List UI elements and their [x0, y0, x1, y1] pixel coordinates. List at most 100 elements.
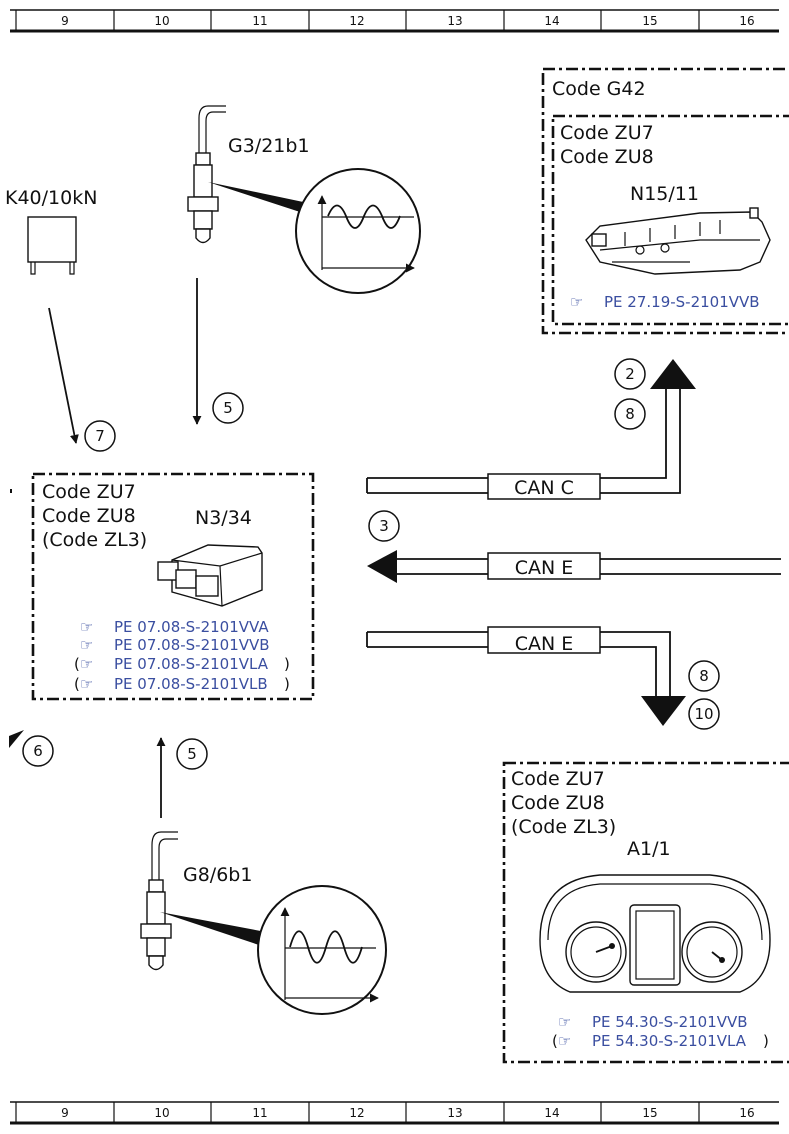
- ruler-col-16: 16: [739, 1106, 754, 1120]
- ruler-col-13: 13: [447, 1106, 462, 1120]
- svg-text:): ): [284, 675, 290, 693]
- can-e-out-bus: CAN E: [366, 626, 686, 726]
- n3-ref-link-2[interactable]: PE 07.08-S-2101VVB: [114, 636, 270, 654]
- n3-code-1: Code ZU7: [42, 481, 136, 503]
- a1-ref-icon-1: ☞: [558, 1013, 571, 1031]
- svg-text:7: 7: [95, 427, 105, 445]
- n3-box: [31, 472, 315, 701]
- svg-text:2: 2: [625, 365, 635, 383]
- n3-ref-link-4[interactable]: PE 07.08-S-2101VLB: [114, 675, 268, 693]
- n3-label: N3/34: [195, 507, 252, 529]
- can-c-label: CAN C: [514, 477, 574, 499]
- g3-signal-circle: [295, 168, 421, 294]
- a1-code-2: Code ZU8: [511, 792, 605, 814]
- ruler-col-12: 12: [349, 14, 364, 28]
- svg-text:6: 6: [33, 742, 43, 760]
- bottom-ruler: 9 10 11 12 13 14 15 16: [10, 1101, 779, 1125]
- g3-waveform-graph: [317, 195, 415, 273]
- step-8-top: 8: [614, 398, 646, 430]
- g3-oxygen-sensor: G3/21b1: [187, 105, 421, 425]
- n15-ref-link[interactable]: PE 27.19-S-2101VVB: [604, 293, 760, 311]
- step-5-bottom: 5: [176, 738, 208, 770]
- g8-signal-circle: [257, 885, 387, 1015]
- ruler-col-15: 15: [642, 1106, 657, 1120]
- a1-ref-icon-2: ☞: [558, 1032, 571, 1050]
- n3-ref-icon-3: ☞: [80, 655, 93, 673]
- n3-ref-link-1[interactable]: PE 07.08-S-2101VVA: [114, 618, 269, 636]
- engine-control-unit-icon: [157, 544, 263, 607]
- ruler-col-11: 11: [252, 1106, 267, 1120]
- g8-waveform-graph: [280, 907, 379, 1003]
- n15-label: N15/11: [630, 183, 699, 205]
- step-3: 3: [368, 510, 400, 542]
- can-c-bus: CAN C: [366, 359, 696, 500]
- svg-text:8: 8: [625, 405, 635, 423]
- step-2: 2: [614, 358, 646, 390]
- svg-text:): ): [284, 655, 290, 673]
- ruler-col-10: 10: [154, 1106, 169, 1120]
- g8-label: G8/6b1: [183, 864, 252, 886]
- n15-ref-icon: ☞: [570, 293, 583, 311]
- svg-text:(: (: [74, 675, 80, 693]
- svg-text:5: 5: [187, 745, 197, 763]
- step-6: 6: [9, 730, 54, 767]
- code-g42-box: [541, 67, 789, 335]
- g3-wedge-pointer: [208, 182, 308, 212]
- can-e-in-label-box: [487, 552, 601, 580]
- a1-ref-link-1[interactable]: PE 54.30-S-2101VVB: [592, 1013, 748, 1031]
- ruler-col-9: 9: [61, 1106, 69, 1120]
- ruler-col-9: 9: [61, 14, 69, 28]
- svg-text:5: 5: [223, 399, 233, 417]
- oxygen-sensor-icon: [140, 831, 178, 971]
- step-7: 7: [84, 420, 116, 452]
- can-e-in-bus: CAN E: [367, 550, 781, 583]
- a1-code-3: (Code ZL3): [511, 816, 616, 838]
- relay-icon: [27, 216, 77, 263]
- oxygen-sensor-icon: [187, 105, 226, 244]
- a1-box: [502, 761, 789, 1064]
- can-c-label-box: [487, 473, 601, 500]
- g3-label: G3/21b1: [228, 135, 310, 157]
- top-ruler: 9 10 11 12 13 14 15 16: [10, 9, 779, 33]
- svg-text:10: 10: [694, 705, 713, 723]
- svg-text:8: 8: [699, 667, 709, 685]
- can-e-in-label: CAN E: [515, 557, 574, 579]
- ruler-col-16: 16: [739, 14, 754, 28]
- ruler-col-14: 14: [544, 1106, 559, 1120]
- ruler-col-15: 15: [642, 14, 657, 28]
- n3-ref-icon-1: ☞: [80, 618, 93, 636]
- can-e-left-arrow: [367, 550, 397, 583]
- can-e-down-arrow: [641, 696, 686, 726]
- k40-label: K40/10kN: [5, 187, 97, 209]
- n3-code-2: Code ZU8: [42, 505, 136, 527]
- svg-text:3: 3: [379, 517, 389, 535]
- n3-ref-icon-4: ☞: [80, 675, 93, 693]
- n3-ref-icon-2: ☞: [80, 636, 93, 654]
- svg-text:(: (: [552, 1032, 558, 1050]
- step-markers: 7 5 2 8 3 8 10 6: [9, 358, 720, 770]
- n3-ref-link-3[interactable]: PE 07.08-S-2101VLA: [114, 655, 269, 673]
- n15-code-2: Code ZU8: [560, 146, 654, 168]
- a1-ref-link-2[interactable]: PE 54.30-S-2101VLA: [592, 1032, 747, 1050]
- ruler-col-10: 10: [154, 14, 169, 28]
- code-g42-label: Code G42: [552, 78, 646, 100]
- g8-oxygen-sensor: G8/6b1: [140, 737, 387, 1015]
- a1-code-1: Code ZU7: [511, 768, 605, 790]
- a1-label: A1/1: [627, 838, 671, 860]
- n3-module-group: Code ZU7 Code ZU8 (Code ZL3) N3/34 ☞ PE …: [31, 472, 315, 701]
- k40-relay: K40/10kN: [5, 187, 97, 444]
- a1-module-group: Code ZU7 Code ZU8 (Code ZL3) A1/1 ☞ PE 5…: [502, 761, 789, 1064]
- n3-code-3: (Code ZL3): [42, 529, 147, 551]
- step-8-bottom: 8: [688, 660, 720, 692]
- can-c-up-arrow: [650, 359, 696, 389]
- n15-inner-box: [551, 114, 789, 326]
- n15-code-1: Code ZU7: [560, 122, 654, 144]
- g8-wedge-pointer: [160, 912, 266, 945]
- ruler-col-11: 11: [252, 14, 267, 28]
- can-e-out-label: CAN E: [515, 633, 574, 655]
- k40-signal-arrow: [48, 307, 79, 444]
- can-e-out-label-box: [487, 626, 601, 654]
- ruler-col-14: 14: [544, 14, 559, 28]
- svg-text:): ): [763, 1032, 769, 1050]
